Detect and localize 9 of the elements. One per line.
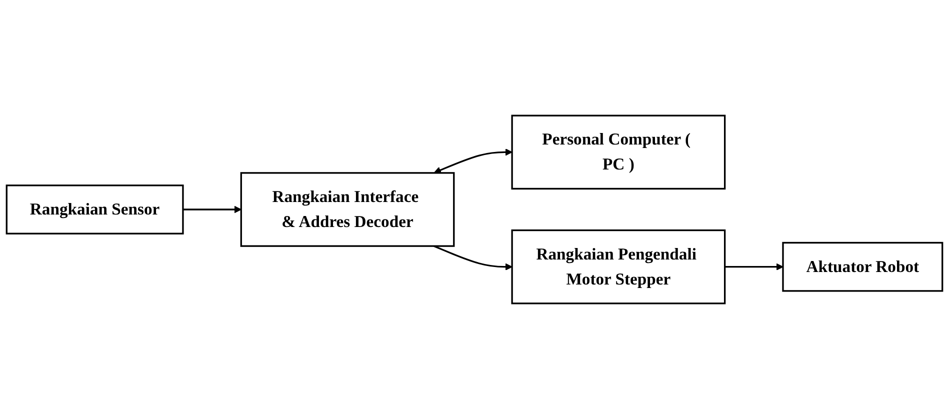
node-box: Rangkaian Pengendali Motor Stepper: [511, 229, 726, 304]
arrow: [724, 263, 784, 270]
node-box: Aktuator Robot: [782, 242, 944, 292]
node-box: Rangkaian Interface & Addres Decoder: [240, 172, 455, 247]
arrow: [434, 245, 512, 270]
node-box: Personal Computer ( PC ): [511, 114, 726, 190]
arrow: [182, 206, 242, 214]
node-box: Rangkaian Sensor: [6, 184, 184, 234]
arrow: [434, 148, 512, 174]
